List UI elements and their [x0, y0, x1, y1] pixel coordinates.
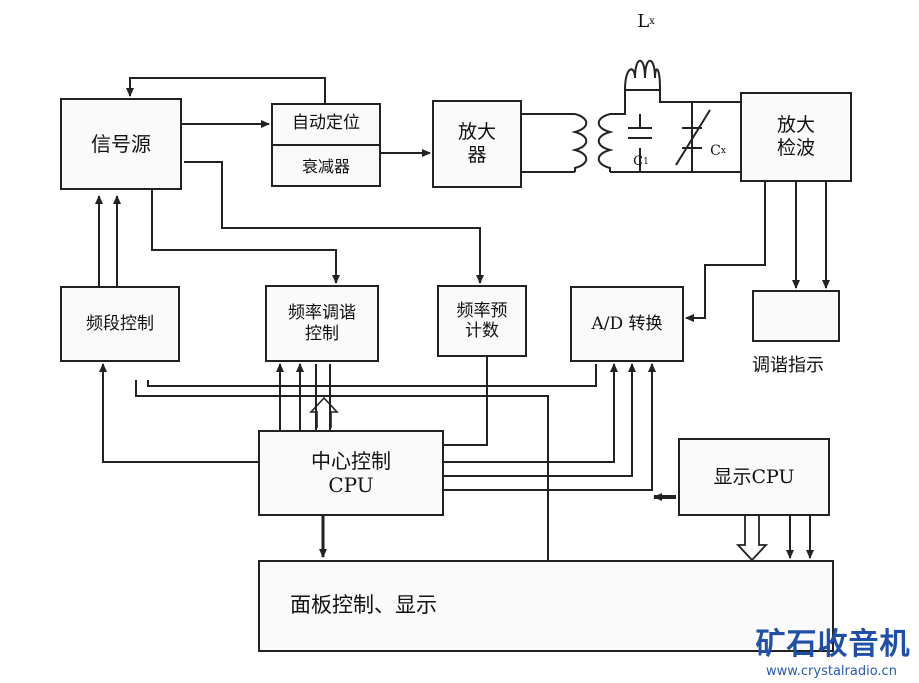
inductor-sub: x	[649, 16, 655, 27]
amplifier-label: 放大 器	[432, 100, 522, 188]
inductor-letter: L	[637, 11, 650, 33]
central-cpu-label-line2: CPU	[328, 473, 374, 497]
band-control-label: 频段控制	[86, 313, 154, 334]
wire-cpu-to-ad-3	[443, 363, 656, 491]
inductor-lx	[624, 59, 661, 91]
freq-tuning-label-line2: 控制	[305, 323, 339, 344]
tuning-indicator-box	[752, 290, 840, 342]
wire-cpu-to-band	[99, 363, 258, 463]
bus-arrow-displaycpu-panel	[735, 516, 769, 562]
freq-precount-box	[437, 285, 527, 357]
capacitor-c1	[628, 127, 652, 139]
brand-url: www.crystalradio.cn	[766, 663, 897, 679]
wire-tank	[610, 89, 740, 173]
wire-bus-inner	[147, 364, 597, 387]
cap1-sub: 1	[643, 156, 649, 167]
brand-logo-text: 矿石收音机	[755, 627, 911, 662]
wire-cpu-to-ad-1	[443, 363, 618, 463]
secondary-coil	[597, 113, 614, 172]
freq-tuning-control-box	[265, 285, 379, 362]
primary-coil	[571, 113, 588, 172]
central-cpu-box	[258, 430, 444, 516]
amp-detector-label-line1: 放大	[776, 114, 815, 137]
cap2-sub: x	[720, 145, 726, 156]
bus-arrow-cpu-tuning	[309, 396, 339, 428]
attenuator-label: 衰减器	[301, 156, 350, 176]
freq-tuning-label-line1: 频率调谐	[288, 303, 356, 324]
cap1-letter: C	[633, 154, 644, 170]
wire-amp-to-coil	[520, 113, 575, 173]
panel-display-label: 面板控制、显示	[290, 593, 437, 618]
ad-convert-box	[570, 286, 684, 362]
central-cpu-label: 中心控制 CPU	[258, 430, 444, 516]
wire-source-to-tuning	[151, 188, 340, 284]
band-control-box	[60, 286, 180, 362]
wire-source-to-precount	[184, 161, 484, 284]
amplifier-box	[432, 100, 522, 188]
wire-precount-to-cpu	[443, 357, 488, 446]
wire-detector-to-ad	[685, 182, 766, 322]
amp-detector-box	[740, 92, 852, 182]
freq-tuning-control-label: 频率调谐 控制	[265, 285, 379, 362]
amplifier-label-line1: 放大	[457, 121, 496, 144]
amp-detector-label-line2: 检波	[776, 137, 815, 159]
panel-display-box	[258, 560, 834, 652]
signal-source-box	[60, 98, 182, 190]
amp-detector-label: 放大 检波	[740, 92, 852, 182]
amplifier-label-line2: 器	[467, 144, 487, 166]
display-cpu-box	[678, 438, 830, 516]
auto-position-label: 自动定位	[292, 113, 360, 134]
auto-position-divider	[271, 144, 381, 146]
signal-source-label: 信号源	[91, 132, 151, 156]
tuning-indicator-label: 调谐指示	[752, 355, 824, 377]
wire-cpu-to-ad-2	[443, 363, 636, 477]
display-cpu-label: 显示CPU	[713, 465, 795, 488]
wire-feedback-top	[126, 77, 326, 103]
central-cpu-label-line1: 中心控制	[311, 449, 391, 473]
freq-precount-label: 频率预 计数	[437, 285, 527, 357]
freq-precount-label-line2: 计数	[465, 321, 499, 341]
cap2-letter: C	[710, 142, 721, 159]
capacitor-cx	[675, 109, 711, 166]
ad-convert-label: A/D 转换	[591, 313, 663, 334]
wire-bus-outer	[135, 380, 549, 562]
freq-precount-label-line1: 频率预	[456, 300, 508, 321]
